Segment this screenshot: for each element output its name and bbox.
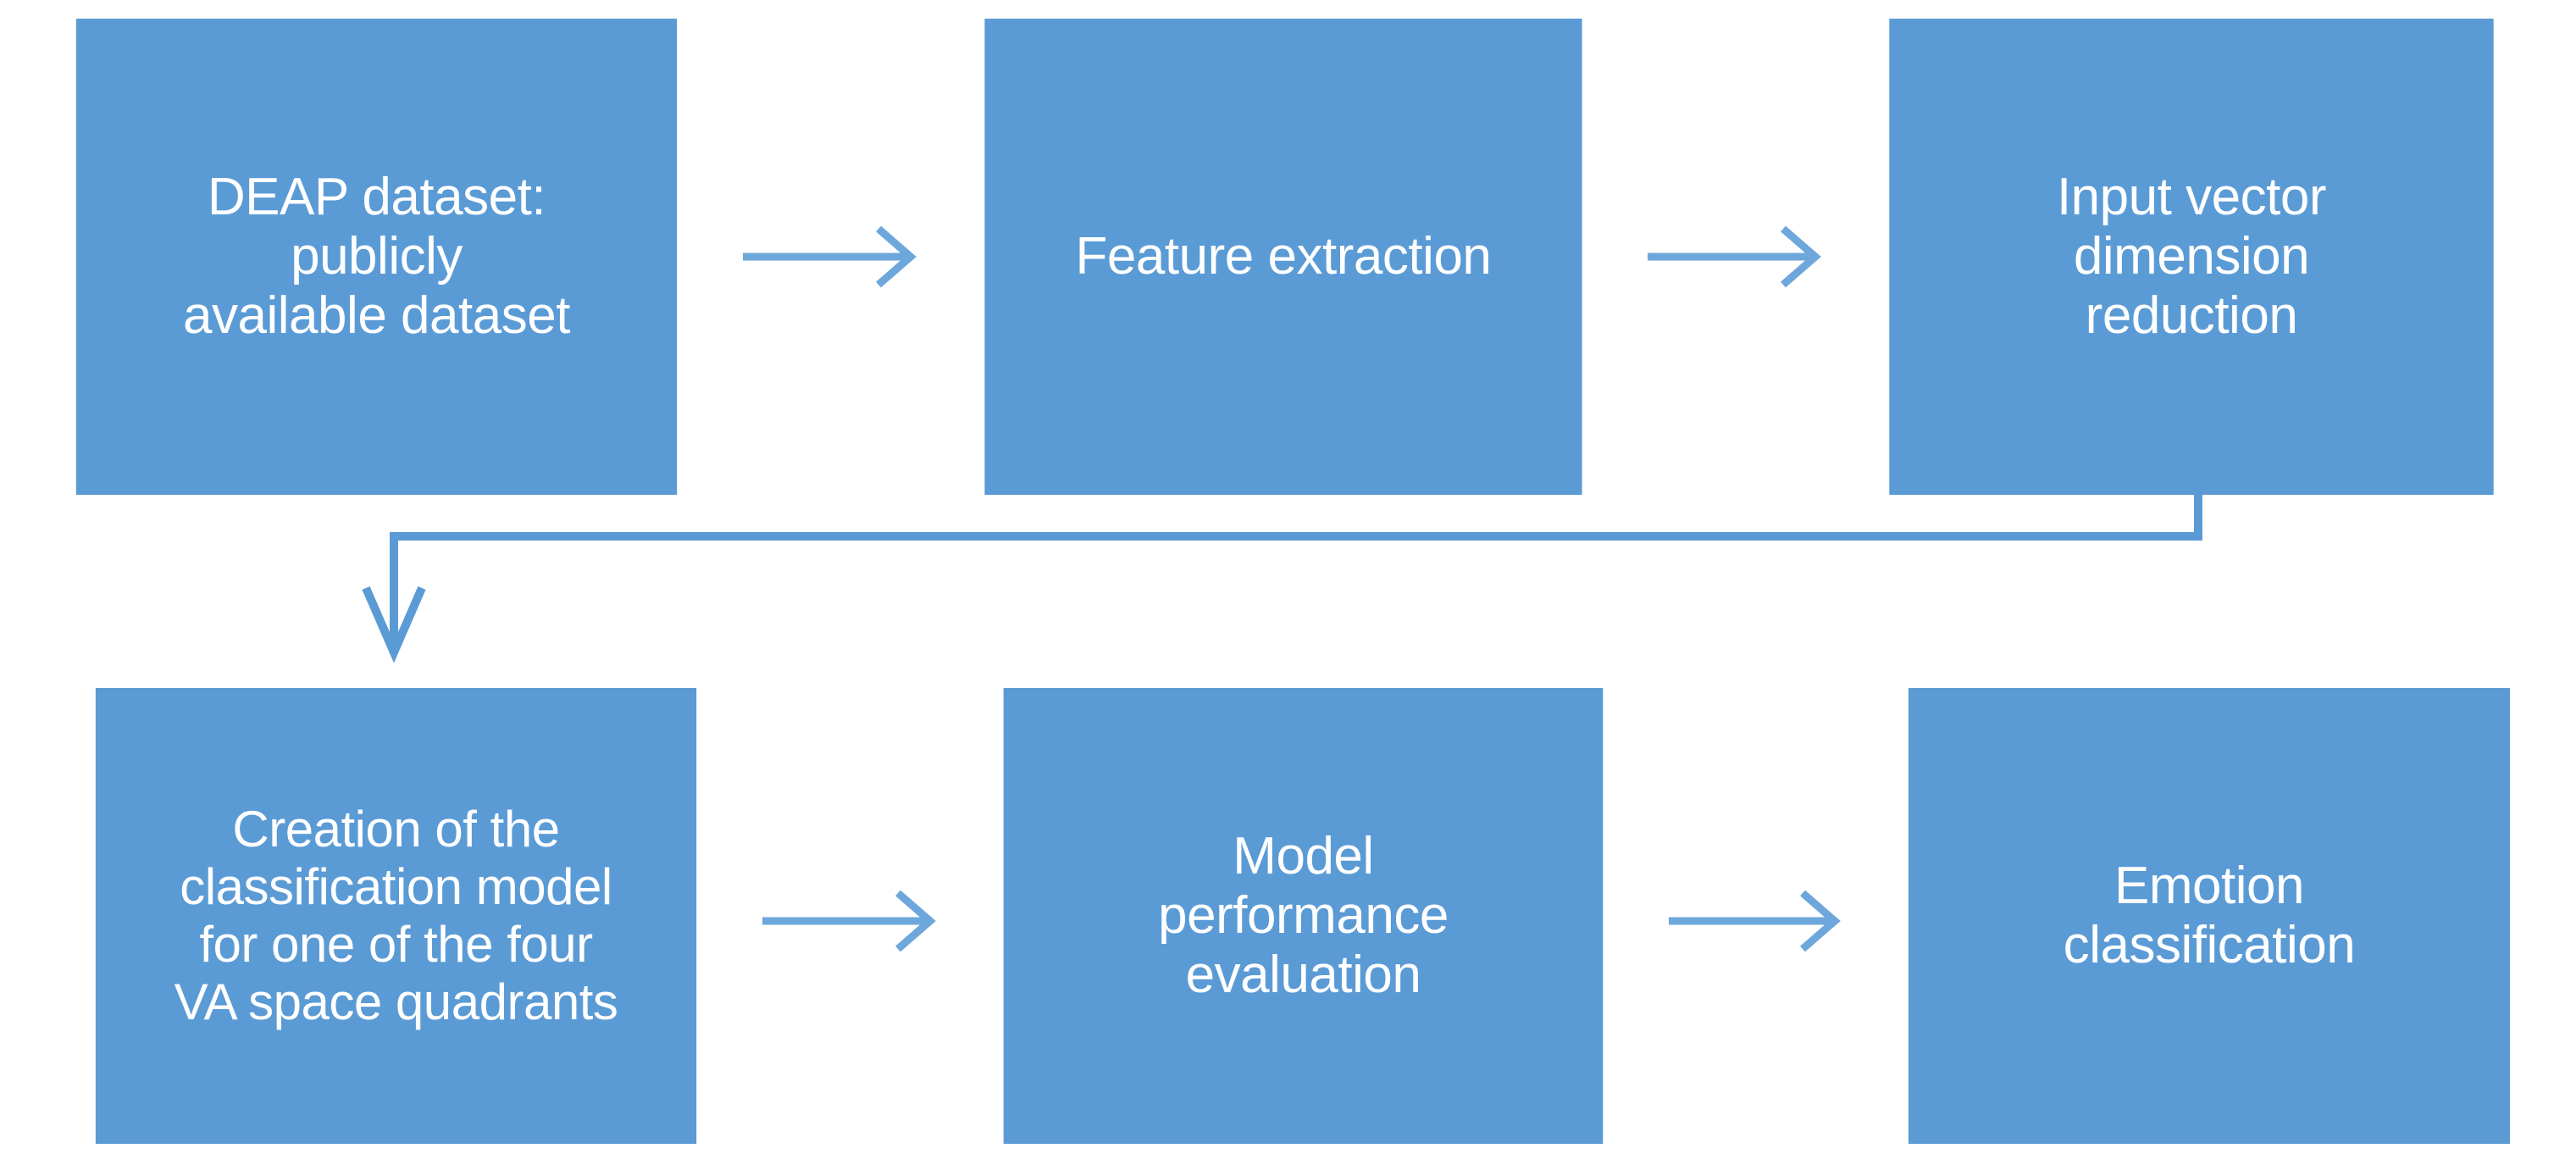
flow-node-classification-model-creation-label: Creation of the classification model for… <box>174 801 618 1030</box>
flow-node-emotion-classification[interactable]: Emotion classification <box>1908 688 2511 1144</box>
flow-node-deap-dataset[interactable]: DEAP dataset: publicly available dataset <box>75 19 678 495</box>
arrow-right-icon <box>762 890 936 952</box>
connector-input-vector-to-model-creation <box>362 495 2211 664</box>
connector-deap-to-feature <box>743 225 921 288</box>
flow-node-deap-dataset-label: DEAP dataset: publicly available dataset <box>182 167 571 346</box>
connector-feature-to-input-vector <box>1648 225 1825 288</box>
arrow-right-icon <box>1648 225 1821 288</box>
flow-node-feature-extraction-label: Feature extraction <box>1075 226 1492 286</box>
connector-model-creation-to-performance-evaluation <box>762 890 940 952</box>
flow-node-feature-extraction[interactable]: Feature extraction <box>984 19 1582 495</box>
flow-node-model-performance-evaluation-label: Model performance evaluation <box>1158 826 1449 1005</box>
arrow-right-icon <box>1669 890 1841 952</box>
elbow-arrow-down-icon <box>362 495 2202 663</box>
connector-performance-evaluation-to-emotion-classification <box>1669 890 1845 952</box>
flow-node-model-performance-evaluation[interactable]: Model performance evaluation <box>1003 688 1604 1144</box>
flow-node-input-vector-dimension-reduction-label: Input vector dimension reduction <box>2056 167 2327 346</box>
flow-node-input-vector-dimension-reduction[interactable]: Input vector dimension reduction <box>1889 19 2494 495</box>
flow-node-emotion-classification-label: Emotion classification <box>2063 856 2356 974</box>
flow-node-classification-model-creation[interactable]: Creation of the classification model for… <box>95 688 697 1144</box>
arrow-right-icon <box>743 225 917 288</box>
